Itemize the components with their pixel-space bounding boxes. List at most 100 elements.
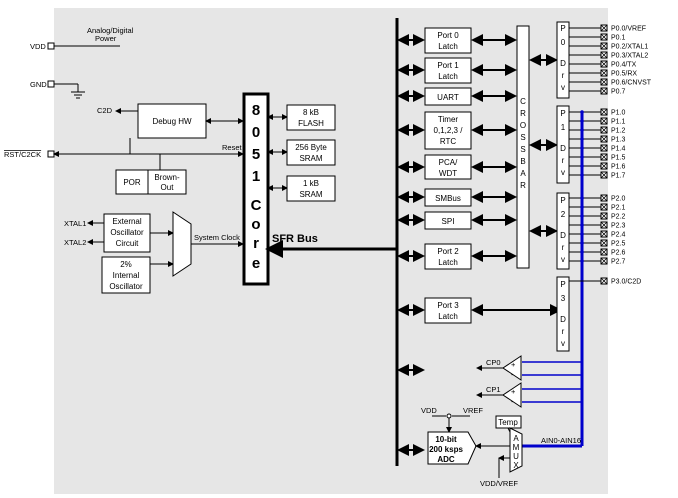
cp0-plus: + xyxy=(511,360,516,369)
xtal2-label: XTAL2 xyxy=(64,238,86,247)
pca-label-2: WDT xyxy=(439,169,457,178)
pin-label-p0-3: P0.3/XTAL2 xyxy=(611,53,648,60)
pin-x-mark xyxy=(600,171,608,179)
pin-x-mark xyxy=(600,153,608,161)
gnd-pin-label: GND xyxy=(30,80,47,89)
port1-label-1: Port 1 xyxy=(437,61,459,70)
port0-latch-block xyxy=(424,27,472,54)
cp1-plus: + xyxy=(511,387,516,396)
analog-tap-dot xyxy=(580,119,584,123)
comparator-cp0 xyxy=(502,355,522,381)
pin-x-mark xyxy=(600,239,608,247)
pin-label-p2-5: P2.5 xyxy=(611,241,626,248)
pin-label-p2-6: P2.6 xyxy=(611,250,626,257)
analog-tap-dot xyxy=(580,128,584,132)
debug-hw-label: Debug HW xyxy=(152,117,192,126)
pin-x-mark xyxy=(600,69,608,77)
amux-block xyxy=(509,427,523,473)
adc-section: VDD VREF 10-bit 200 ksps ADC Temp A M U … xyxy=(421,406,523,488)
timer-label-2: 0,1,2,3 / xyxy=(434,126,464,135)
cp0-label: CP0 xyxy=(486,358,501,367)
pin-x-mark xyxy=(600,194,608,202)
rst-c2ck-label: RST/C2CK xyxy=(4,150,41,159)
8051-core-block xyxy=(242,92,270,286)
internal-oscillator-block xyxy=(101,256,151,294)
flash-label-1: 8 kB xyxy=(303,108,319,117)
int-osc-label-3: Oscillator xyxy=(109,282,143,291)
pin-label-p1-6: P1.6 xyxy=(611,164,626,171)
pin-label-p0-0: P0.0/VREF xyxy=(611,26,646,33)
pin-label-p2-4: P2.4 xyxy=(611,232,626,239)
ain-label: AIN0-AIN16 xyxy=(541,436,581,445)
pin-x-mark xyxy=(600,108,608,116)
pin-label-p1-7: P1.7 xyxy=(611,173,626,180)
port0-label-2: Latch xyxy=(438,42,458,51)
pin-x-mark xyxy=(600,221,608,229)
pin-label-p0-1: P0.1 xyxy=(611,35,626,42)
pin-label-p0-5: P0.5/RX xyxy=(611,71,637,78)
memory-section: 8 kB FLASH 256 Byte SRAM 1 kB SRAM xyxy=(267,104,336,202)
analog-tap-dot xyxy=(580,259,584,263)
adc-block xyxy=(427,431,477,465)
core-letter: C xyxy=(251,197,262,214)
timer-label-1: Timer xyxy=(438,115,458,124)
sram1k-block xyxy=(286,175,336,202)
pin-x-mark xyxy=(600,33,608,41)
pin-label-p0-4: P0.4/TX xyxy=(611,62,637,69)
pin-label-p2-7: P2.7 xyxy=(611,259,626,266)
cp1-label: CP1 xyxy=(486,385,501,394)
amux-letter: X xyxy=(513,461,519,470)
ext-osc-label-3: Circuit xyxy=(116,239,139,248)
sfr-bus-label: SFR Bus xyxy=(272,233,318,245)
core-letter: o xyxy=(251,216,260,233)
p3-driver-letter: 3 xyxy=(561,294,566,303)
debug-section: C2D Debug HW RST/C2CK Reset POR Brown- O… xyxy=(4,103,244,195)
crossbar-letter: O xyxy=(520,121,526,130)
port3-label-1: Port 3 xyxy=(437,301,459,310)
amux-letter: M xyxy=(513,443,520,452)
pin-label-p1-3: P1.3 xyxy=(611,137,626,144)
p0-driver-letter: D xyxy=(560,59,566,68)
analog-tap-dot xyxy=(580,241,584,245)
pin-x-mark xyxy=(600,257,608,265)
sram256-block xyxy=(286,139,336,166)
analog-tap-dot xyxy=(580,110,584,114)
port-pins: P0.0/VREFP0.1P0.2/XTAL1P0.3/XTAL2P0.4/TX… xyxy=(569,24,652,286)
pin-label-p0-6: P0.6/CNVST xyxy=(611,80,652,87)
p3-driver-letter: P xyxy=(560,280,565,289)
adc-label-1: 10-bit xyxy=(435,435,457,444)
port2-label-1: Port 2 xyxy=(437,247,459,256)
p3-driver-letter: r xyxy=(562,327,565,336)
ref-switch xyxy=(446,413,452,419)
crossbar-letter: R xyxy=(520,181,526,190)
crossbar-to-driver-arrows xyxy=(529,54,558,237)
p1-driver-block xyxy=(556,105,570,184)
p1-driver-letter: D xyxy=(560,144,566,153)
pin-x-mark xyxy=(600,248,608,256)
vdd-pin xyxy=(47,42,55,50)
port3-latch-block xyxy=(424,297,472,324)
pin-label-p1-5: P1.5 xyxy=(611,155,626,162)
vdd-ref-label: VDD xyxy=(421,406,437,415)
analog-tap-dot xyxy=(580,164,584,168)
p1-driver-letter: 1 xyxy=(561,123,566,132)
port0-label-1: Port 0 xyxy=(437,31,459,40)
uart-label: UART xyxy=(437,93,459,102)
analog-tap-dot xyxy=(580,137,584,141)
p2-driver-letter: D xyxy=(560,231,566,240)
analog-tap-dot xyxy=(580,155,584,159)
pin-x-mark xyxy=(600,117,608,125)
port2-latch-block xyxy=(424,243,472,270)
brown-out-label-1: Brown- xyxy=(154,173,180,182)
core-section: 8 0 5 1 C o r e xyxy=(242,92,270,286)
pin-x-mark xyxy=(600,277,608,285)
crossbar-letter: R xyxy=(520,109,526,118)
vdd-vref-label: VDD/VREF xyxy=(480,479,518,488)
crossbar-letter: A xyxy=(520,169,526,178)
analog-tap-dot xyxy=(580,146,584,150)
core-letter: 8 xyxy=(252,102,260,119)
por-block xyxy=(115,169,149,195)
amux-letter: A xyxy=(513,434,519,443)
clock-section: XTAL1 XTAL2 External Oscillator Circuit … xyxy=(64,211,244,294)
